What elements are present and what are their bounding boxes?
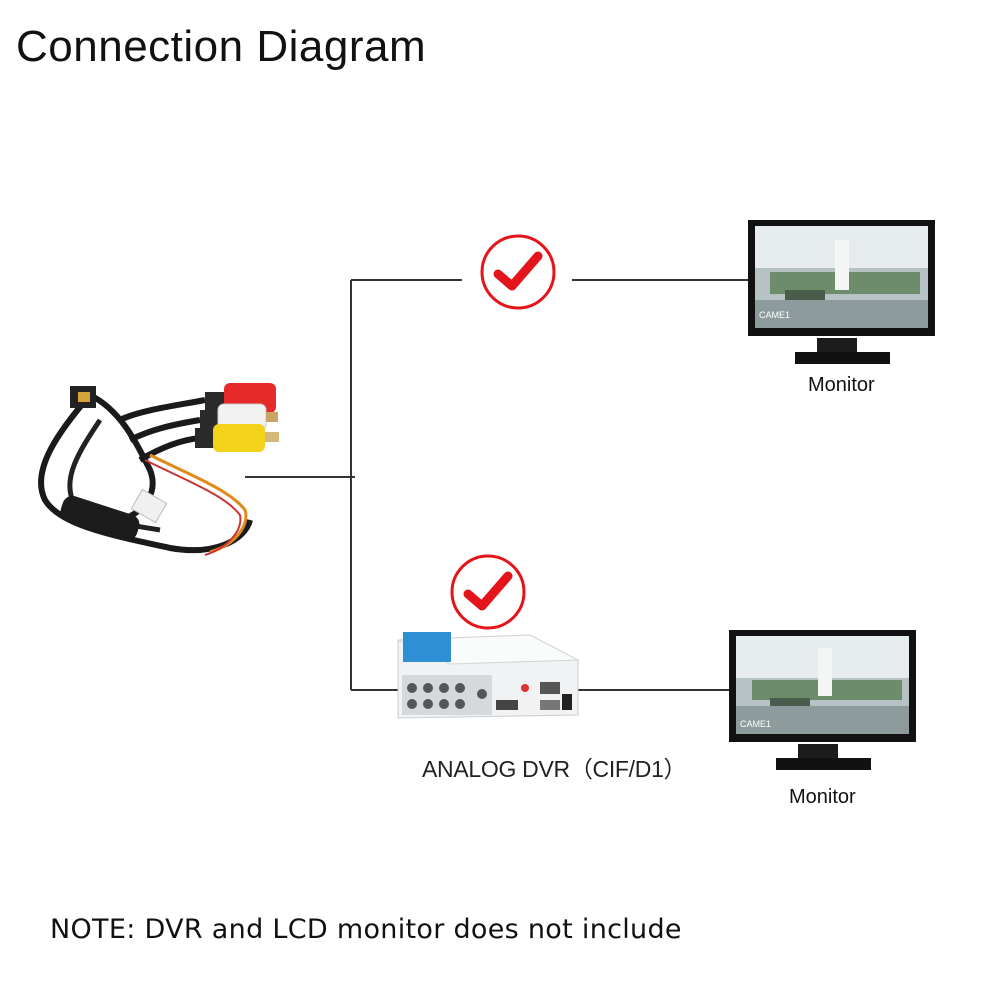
dvr-image — [397, 632, 580, 719]
monitor-top-label: Monitor — [808, 374, 875, 396]
note-text: NOTE: DVR and LCD monitor does not inclu… — [50, 914, 682, 945]
monitor-image — [729, 630, 916, 770]
camera-cable-image — [38, 383, 279, 556]
monitor-bottom-label: Monitor — [789, 786, 856, 808]
dvr-label: ANALOG DVR（CIF/D1） — [422, 756, 687, 782]
rca-yellow-plug — [195, 424, 279, 452]
monitor-image — [748, 220, 935, 364]
page-title: Connection Diagram — [16, 22, 427, 71]
checkmark-icon — [480, 234, 556, 310]
checkmark-icon — [450, 554, 526, 630]
connection-lines — [245, 279, 750, 691]
monitor-top-screen-caption: CAME1 — [759, 310, 790, 320]
monitor-bottom-screen-caption: CAME1 — [740, 719, 771, 729]
